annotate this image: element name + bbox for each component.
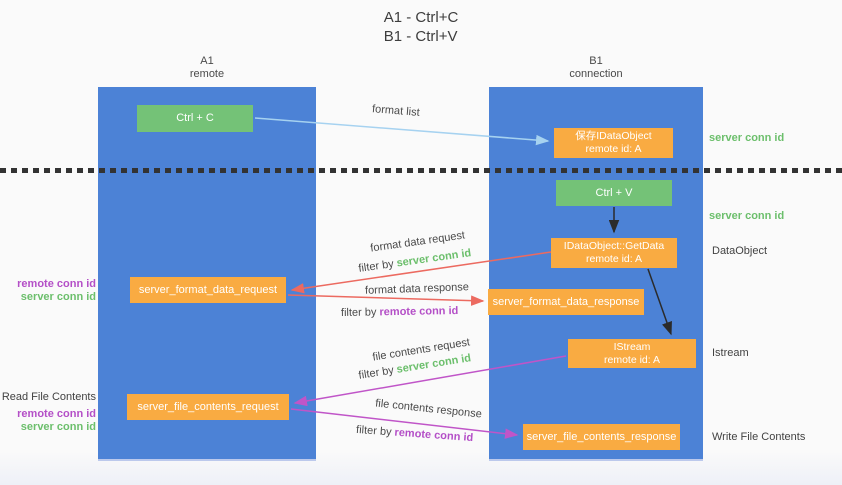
istream-line2: remote id: A (603, 353, 661, 366)
left-bottom-remote-conn-id: remote conn id (17, 408, 96, 420)
istream-box: IStream remote id: A (568, 339, 696, 368)
ctrl-c-label: Ctrl + C (176, 112, 214, 124)
read-file-contents-label: Read File Contents (1, 391, 96, 403)
title-line-ctrl-v: B1 - Ctrl+V (383, 28, 458, 45)
column-b1-subtitle: connection (569, 68, 623, 80)
format-list-arrow (254, 117, 550, 146)
ctrl-v-label: Ctrl + V (595, 186, 633, 199)
ctrl-c-box: Ctrl + C (137, 105, 253, 132)
filter-by-text: filter by (340, 306, 377, 320)
format-data-request-arrow (290, 251, 552, 294)
getdata-to-istream-arrow (647, 268, 672, 336)
ctrl-v-box: Ctrl + V (556, 180, 672, 206)
file-contents-request-arrow (293, 355, 567, 407)
left-mid-remote-conn-id: remote conn id (17, 278, 96, 290)
format-data-response-arrow (287, 294, 485, 306)
left-mid-conn-ids: remote conn id server conn id (0, 278, 96, 304)
column-header-b1: B1 connection (536, 55, 656, 81)
filter-by-text: filter by (355, 423, 392, 439)
diagram-title: A1 - Ctrl+C B1 - Ctrl+V (0, 8, 842, 46)
server-file-contents-request-label: server_file_contents_request (137, 400, 279, 413)
dotted-divider-line (0, 168, 842, 173)
left-mid-server-conn-id: server conn id (20, 291, 96, 303)
server-file-contents-response-box: server_file_contents_response (523, 424, 680, 450)
server-format-data-request-box: server_format_data_request (130, 277, 286, 303)
getdata-box: IDataObject::GetData remote id: A (551, 238, 677, 268)
getdata-line2: remote id: A (585, 253, 643, 265)
save-idataobject-line2: remote id: A (585, 143, 642, 155)
server-file-contents-request-box: server_file_contents_request (127, 394, 289, 420)
server-conn-id-top-label: server conn id (709, 132, 785, 144)
dataobject-label: DataObject (712, 245, 768, 257)
column-a1-name: A1 (200, 55, 214, 67)
left-bottom-server-conn-id: server conn id (20, 421, 96, 433)
server-file-contents-response-label: server_file_contents_response (526, 430, 677, 443)
file-contents-response-arrow (290, 408, 519, 439)
istream-line1: IStream (613, 340, 651, 353)
column-header-a1: A1 remote (147, 55, 267, 81)
server-format-data-request-label: server_format_data_request (138, 283, 278, 296)
server-format-data-response-box: server_format_data_response (488, 289, 644, 315)
save-idataobject-box: 保存IDataObject remote id: A (554, 128, 673, 158)
getdata-line1: IDataObject::GetData (563, 240, 665, 252)
title-line-ctrl-c: A1 - Ctrl+C (383, 9, 459, 26)
column-a1-subtitle: remote (189, 68, 225, 80)
server-conn-id-mid-label: server conn id (709, 210, 785, 222)
save-idataobject-line1: 保存IDataObject (575, 130, 652, 142)
filter-remote-conn-id: remote conn id (379, 304, 459, 319)
istream-side-label: Istream (712, 347, 749, 359)
column-b1-name: B1 (589, 55, 603, 67)
server-format-data-response-label: server_format_data_response (492, 295, 640, 308)
write-file-contents-label: Write File Contents (712, 431, 806, 443)
left-bottom-conn-ids: remote conn id server conn id (0, 408, 96, 434)
